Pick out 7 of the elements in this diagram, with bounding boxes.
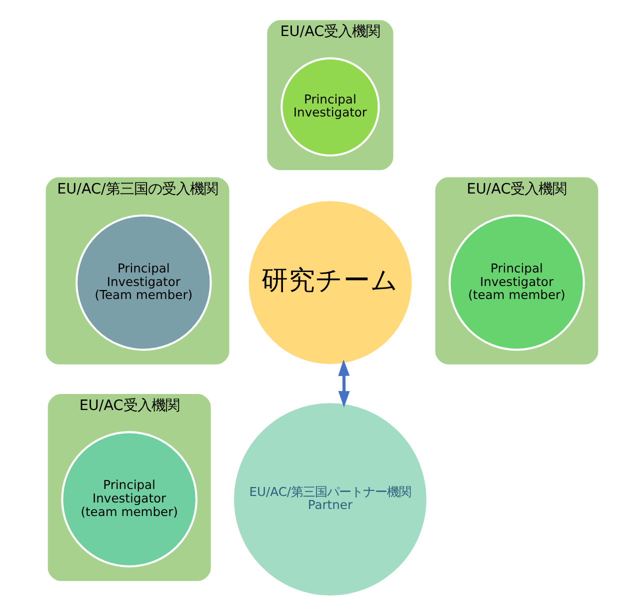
node-circle: Principal Investigator (team member) bbox=[61, 431, 198, 568]
node-circle: 研究チーム bbox=[246, 199, 414, 366]
node-circle: Principal Investigator (Team member) bbox=[76, 214, 212, 351]
arrow bbox=[338, 360, 350, 408]
node-circle: EU/AC/第三国パートナー機関 Partner bbox=[232, 401, 428, 598]
node-circle: Principal Investigator (team member) bbox=[448, 214, 585, 351]
node-circle: Principal Investigator bbox=[280, 57, 380, 156]
